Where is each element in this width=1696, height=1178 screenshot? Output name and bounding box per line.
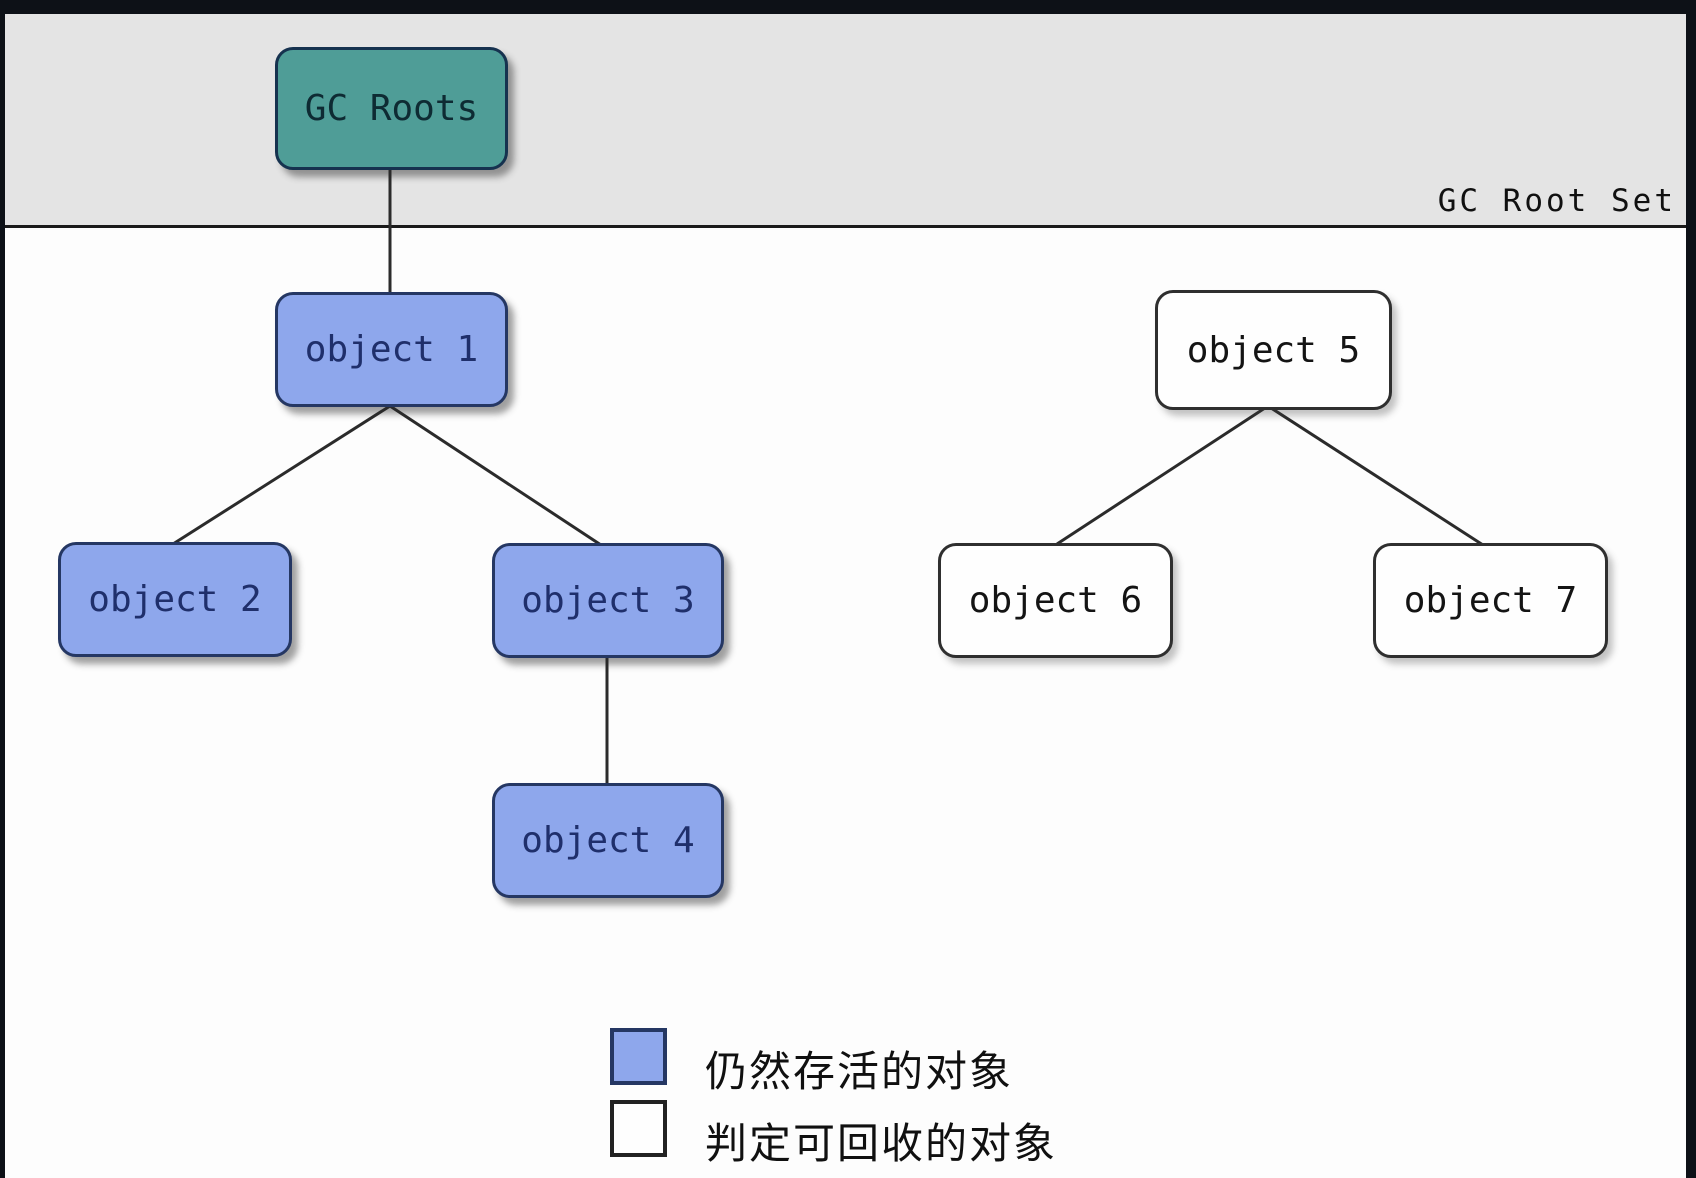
edges-layer — [172, 169, 1484, 785]
gc-root-set-label: GC Root Set — [1437, 183, 1676, 219]
edge-object1-object3 — [389, 404, 602, 547]
node-object-2-label: object 2 — [88, 579, 262, 620]
legend-swatch-alive — [610, 1028, 667, 1085]
legend-item-alive: 仍然存活的对象 — [610, 1028, 1013, 1099]
node-object-4-label: object 4 — [521, 820, 695, 861]
node-object-6: object 6 — [938, 543, 1173, 658]
edge-object1-object2 — [172, 404, 391, 546]
legend-swatch-collectable — [610, 1100, 667, 1157]
node-object-1-label: object 1 — [304, 329, 479, 370]
node-object-3-label: object 3 — [521, 580, 695, 621]
node-object-1: object 1 — [275, 292, 508, 407]
node-object-2: object 2 — [58, 542, 292, 657]
legend-label-collectable: 判定可回收的对象 — [705, 1120, 1058, 1167]
node-object-4: object 4 — [492, 783, 724, 898]
node-gc-roots: GC Roots — [275, 47, 508, 170]
node-object-5: object 5 — [1155, 290, 1392, 410]
node-object-7-label: object 7 — [1403, 580, 1578, 621]
node-object-5-label: object 5 — [1186, 329, 1361, 371]
edge-object5-object6 — [1056, 404, 1269, 546]
node-object-7: object 7 — [1373, 543, 1608, 658]
node-object-3: object 3 — [492, 543, 724, 658]
node-object-6-label: object 6 — [968, 580, 1143, 621]
edge-object5-object7 — [1267, 404, 1484, 547]
node-gc-roots-label: GC Roots — [304, 88, 479, 129]
legend-label-alive: 仍然存活的对象 — [705, 1048, 1014, 1095]
legend-item-collectable: 判定可回收的对象 — [610, 1100, 1057, 1171]
diagram-canvas: GC Root Set GC Roots object 1 object 2 o… — [5, 14, 1686, 1178]
